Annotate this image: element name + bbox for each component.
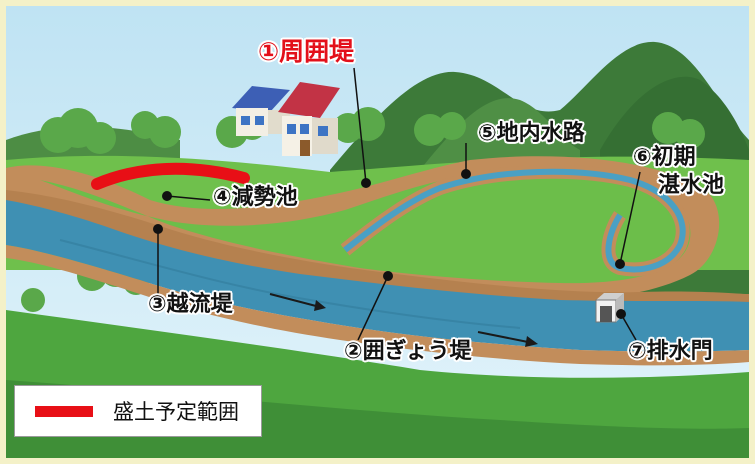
houses-icon — [232, 82, 340, 156]
legend-label: 盛土予定範囲 — [113, 400, 239, 424]
label-perimeter-levee: ①周囲堤 — [258, 37, 355, 66]
enclosure-levee-band — [6, 245, 749, 366]
leader-lines — [157, 67, 641, 341]
label-initial-pond-line2: 湛水池 — [658, 173, 725, 198]
upper-bank — [6, 190, 749, 302]
label-damping-pond: ④減勢池 — [213, 185, 298, 210]
river — [6, 195, 749, 352]
planned-embankment — [91, 162, 250, 190]
legend: 盛土予定範囲 — [14, 385, 262, 437]
legend-swatch — [35, 405, 93, 417]
label-drainage-channel: ⑤地内水路 — [478, 121, 585, 146]
label-enclosure-levee: ②囲ぎょう堤 — [344, 339, 472, 364]
label-drainage-gate: ⑦排水門 — [628, 339, 713, 364]
marker-dots — [153, 169, 626, 319]
label-initial-pond-line1: ⑥初期 — [633, 145, 696, 170]
label-overflow-levee: ③越流堤 — [148, 292, 233, 317]
flow-arrows — [269, 293, 538, 347]
